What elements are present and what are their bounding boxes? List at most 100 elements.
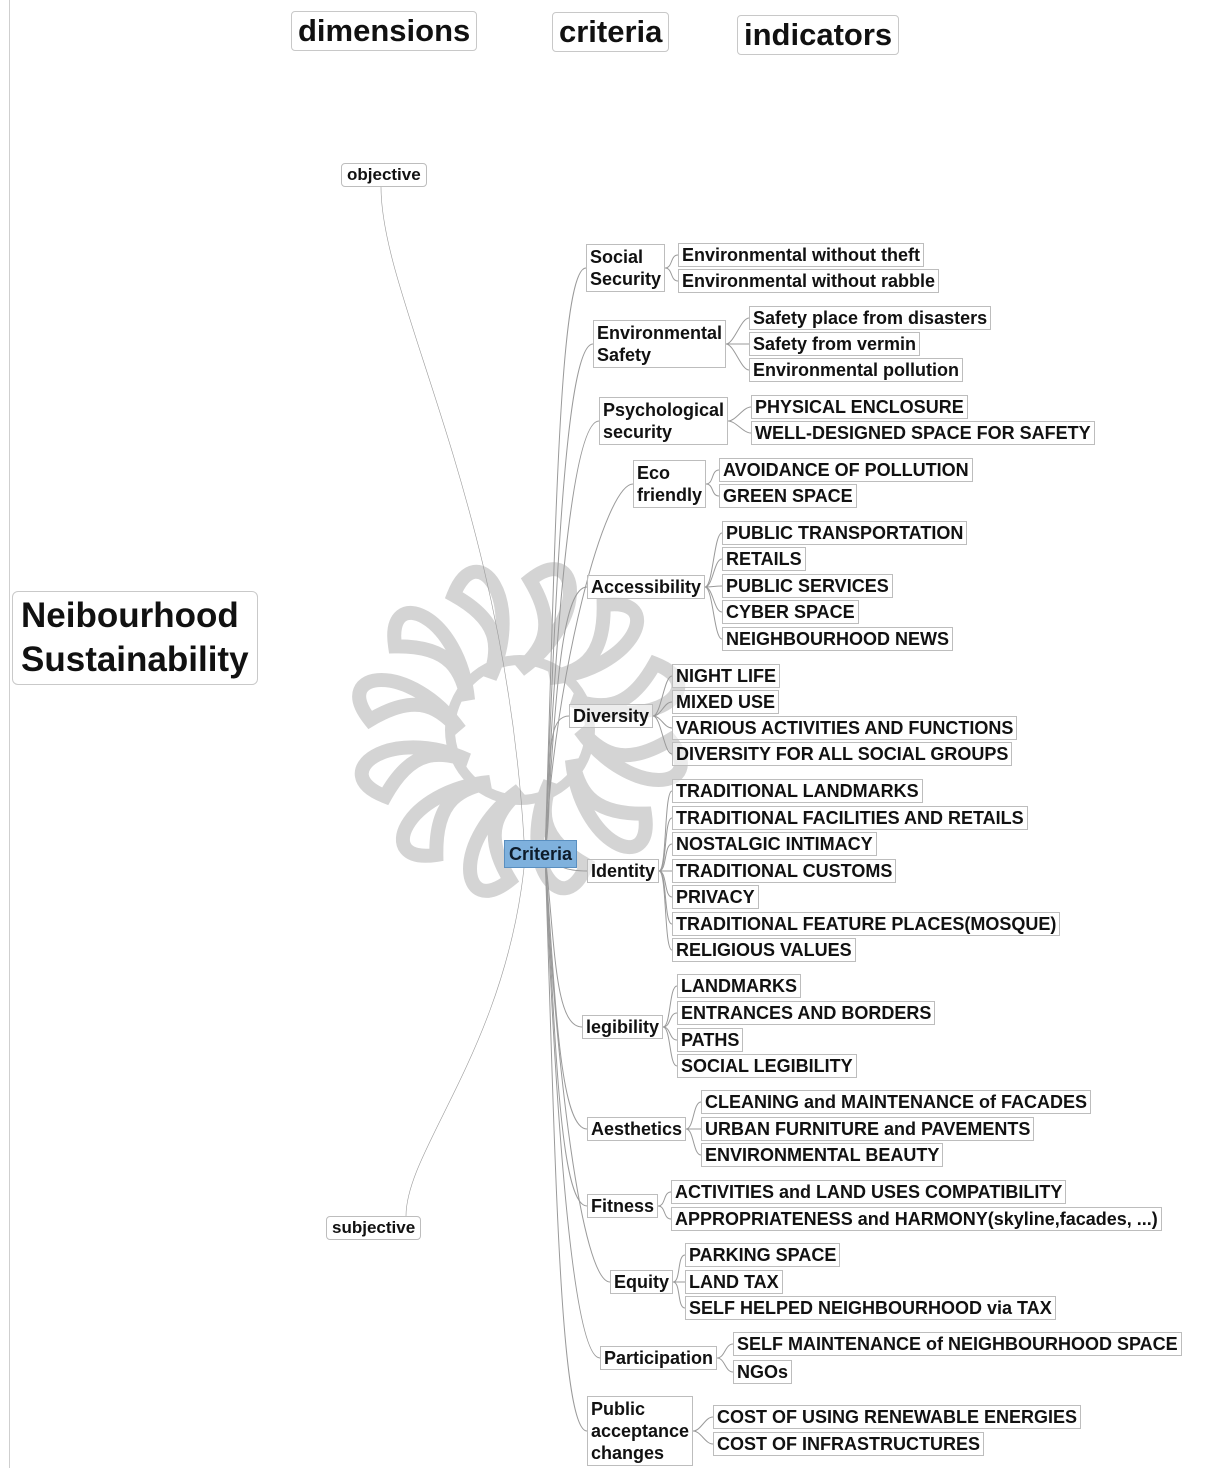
indicator-physical-enclosure[interactable]: PHYSICAL ENCLOSURE bbox=[751, 395, 968, 419]
indicator-neighbourhood-news[interactable]: NEIGHBOURHOOD NEWS bbox=[722, 627, 954, 651]
link-environmental-safety-to-safety-place-from-disasters bbox=[725, 317, 750, 345]
link-public-acceptance-changes-to-cost-of-using-renewable-energies bbox=[692, 1416, 714, 1432]
link-accessibility-to-neighbourhood-news bbox=[704, 586, 723, 640]
criteria-hub-node[interactable]: Criteria bbox=[504, 840, 578, 868]
link-eco-friendly-to-green-space bbox=[705, 483, 720, 497]
indicator-traditional-facilities-and-retails[interactable]: TRADITIONAL FACILITIES AND RETAILS bbox=[672, 806, 1028, 830]
link-diversity-to-mixed-use bbox=[652, 701, 673, 717]
indicator-paths[interactable]: PATHS bbox=[677, 1028, 744, 1052]
indicator-diversity-for-all-social-groups[interactable]: DIVERSITY FOR ALL SOCIAL GROUPS bbox=[672, 742, 1013, 766]
indicator-well-designed-space-for-safety[interactable]: WELL-DESIGNED SPACE FOR SAFETY bbox=[751, 421, 1095, 445]
indicator-cost-of-using-renewable-energies[interactable]: COST OF USING RENEWABLE ENERGIES bbox=[713, 1405, 1082, 1429]
criterion-social-security[interactable]: Social Security bbox=[586, 244, 666, 292]
indicator-avoidance-of-pollution[interactable]: AVOIDANCE OF POLLUTION bbox=[719, 458, 973, 482]
indicator-safety-place-from-disasters[interactable]: Safety place from disasters bbox=[749, 306, 992, 330]
indicator-green-space[interactable]: GREEN SPACE bbox=[719, 484, 857, 508]
criterion-diversity[interactable]: Diversity bbox=[569, 704, 654, 728]
link-environmental-safety-to-environmental-pollution bbox=[725, 343, 750, 371]
link-accessibility-to-cyber-space bbox=[704, 586, 723, 613]
criterion-equity[interactable]: Equity bbox=[610, 1270, 674, 1294]
indicator-safety-from-vermin[interactable]: Safety from vermin bbox=[749, 332, 921, 356]
criterion-aesthetics[interactable]: Aesthetics bbox=[587, 1117, 687, 1141]
link-fitness-to-appropriateness-and-harmony-skyline-facades bbox=[657, 1205, 672, 1220]
link-identity-to-nostalgic-intimacy bbox=[658, 843, 673, 872]
link-social-security-to-environmental-without-theft bbox=[664, 254, 679, 269]
link-hub-to-objective bbox=[380, 186, 525, 841]
link-hub-to-public-acceptance-changes bbox=[544, 853, 588, 1432]
indicator-environmental-pollution[interactable]: Environmental pollution bbox=[749, 358, 963, 382]
dimension-objective[interactable]: objective bbox=[341, 163, 427, 187]
criterion-fitness[interactable]: Fitness bbox=[587, 1194, 659, 1218]
indicator-cyber-space[interactable]: CYBER SPACE bbox=[722, 600, 859, 624]
link-diversity-to-night-life bbox=[652, 675, 673, 717]
link-accessibility-to-public-transportation bbox=[704, 532, 723, 588]
link-social-security-to-environmental-without-rabble bbox=[664, 267, 679, 282]
link-legibility-to-entrances-and-borders bbox=[662, 1012, 678, 1028]
criterion-accessibility[interactable]: Accessibility bbox=[587, 575, 706, 599]
link-hub-to-fitness bbox=[544, 853, 588, 1207]
indicator-ngos[interactable]: NGOs bbox=[733, 1360, 793, 1384]
header-dimensions: dimensions bbox=[291, 11, 478, 51]
indicator-landmarks[interactable]: LANDMARKS bbox=[677, 974, 801, 998]
indicator-environmental-without-rabble[interactable]: Environmental without rabble bbox=[678, 269, 940, 293]
indicator-various-activities-and-functions[interactable]: VARIOUS ACTIVITIES AND FUNCTIONS bbox=[672, 716, 1018, 740]
indicator-entrances-and-borders[interactable]: ENTRANCES AND BORDERS bbox=[677, 1001, 936, 1025]
link-participation-to-self-maintenance-of-neighbourhood-space bbox=[716, 1343, 734, 1359]
indicator-social-legibility[interactable]: SOCIAL LEGIBILITY bbox=[677, 1054, 857, 1078]
indicator-appropriateness-and-harmony-skyline-facades[interactable]: APPROPRIATENESS and HARMONY(skyline,faca… bbox=[671, 1207, 1162, 1231]
link-equity-to-parking-space bbox=[672, 1254, 686, 1283]
criterion-public-acceptance-changes[interactable]: Public acceptance changes bbox=[587, 1396, 694, 1466]
link-eco-friendly-to-avoidance-of-pollution bbox=[705, 469, 720, 485]
link-hub-to-participation bbox=[544, 853, 601, 1359]
indicator-mixed-use[interactable]: MIXED USE bbox=[672, 690, 780, 714]
header-indicators: indicators bbox=[737, 15, 900, 55]
indicator-religious-values[interactable]: RELIGIOUS VALUES bbox=[672, 938, 856, 962]
link-psychological-security-to-physical-enclosure bbox=[727, 406, 752, 422]
criterion-eco-friendly[interactable]: Eco friendly bbox=[633, 460, 707, 508]
indicator-traditional-customs[interactable]: TRADITIONAL CUSTOMS bbox=[672, 859, 897, 883]
criterion-environmental-safety[interactable]: Environmental Safety bbox=[593, 320, 727, 368]
link-psychological-security-to-well-designed-space-for-safety bbox=[727, 420, 752, 434]
indicator-night-life[interactable]: NIGHT LIFE bbox=[672, 664, 780, 688]
indicator-public-services[interactable]: PUBLIC SERVICES bbox=[722, 574, 893, 598]
link-identity-to-religious-values bbox=[658, 870, 673, 951]
indicator-cleaning-and-maintenance-of-facades[interactable]: CLEANING and MAINTENANCE of FACADES bbox=[701, 1090, 1091, 1114]
link-public-acceptance-changes-to-cost-of-infrastructures bbox=[692, 1430, 714, 1445]
link-accessibility-to-retails bbox=[704, 558, 723, 588]
link-hub-to-social-security bbox=[544, 267, 587, 855]
link-legibility-to-social-legibility bbox=[662, 1026, 678, 1067]
indicator-self-maintenance-of-neighbourhood-space[interactable]: SELF MAINTENANCE of NEIGHBOURHOOD SPACE bbox=[733, 1332, 1182, 1356]
criterion-legibility[interactable]: legibility bbox=[582, 1015, 664, 1039]
criterion-identity[interactable]: Identity bbox=[587, 859, 660, 883]
indicator-urban-furniture-and-pavements[interactable]: URBAN FURNITURE and PAVEMENTS bbox=[701, 1117, 1035, 1141]
indicator-cost-of-infrastructures[interactable]: COST OF INFRASTRUCTURES bbox=[713, 1432, 984, 1456]
indicator-land-tax[interactable]: LAND TAX bbox=[685, 1270, 783, 1294]
link-aesthetics-to-cleaning-and-maintenance-of-facades bbox=[685, 1101, 702, 1130]
indicator-traditional-landmarks[interactable]: TRADITIONAL LANDMARKS bbox=[672, 779, 923, 803]
link-hub-to-subjective bbox=[405, 867, 525, 1217]
indicator-self-helped-neighbourhood-via-tax[interactable]: SELF HELPED NEIGHBOURHOOD via TAX bbox=[685, 1296, 1056, 1320]
link-fitness-to-activities-and-land-uses-compatibility bbox=[657, 1191, 672, 1207]
criterion-participation[interactable]: Participation bbox=[600, 1346, 718, 1370]
indicator-environmental-without-theft[interactable]: Environmental without theft bbox=[678, 243, 924, 267]
indicator-nostalgic-intimacy[interactable]: NOSTALGIC INTIMACY bbox=[672, 832, 877, 856]
indicator-activities-and-land-uses-compatibility[interactable]: ACTIVITIES and LAND USES COMPATIBILITY bbox=[671, 1180, 1067, 1204]
link-equity-to-self-helped-neighbourhood-via-tax bbox=[672, 1281, 686, 1309]
indicator-parking-space[interactable]: PARKING SPACE bbox=[685, 1243, 841, 1267]
indicator-retails[interactable]: RETAILS bbox=[722, 547, 806, 571]
root-title-line2: Sustainability bbox=[21, 640, 249, 679]
indicator-traditional-feature-places-mosque[interactable]: TRADITIONAL FEATURE PLACES(MOSQUE) bbox=[672, 912, 1061, 936]
header-criteria: criteria bbox=[552, 12, 670, 52]
link-aesthetics-to-environmental-beauty bbox=[685, 1128, 702, 1156]
indicator-public-transportation[interactable]: PUBLIC TRANSPORTATION bbox=[722, 521, 968, 545]
link-hub-to-eco-friendly bbox=[544, 483, 634, 855]
dimension-subjective[interactable]: subjective bbox=[326, 1216, 422, 1240]
indicator-environmental-beauty[interactable]: ENVIRONMENTAL BEAUTY bbox=[701, 1143, 944, 1167]
link-legibility-to-landmarks bbox=[662, 985, 678, 1028]
root-node[interactable]: Neibourhood Sustainability bbox=[12, 591, 258, 685]
link-hub-to-legibility bbox=[544, 853, 583, 1028]
criterion-psychological-security[interactable]: Psychological security bbox=[599, 397, 729, 445]
indicator-privacy[interactable]: PRIVACY bbox=[672, 885, 759, 909]
